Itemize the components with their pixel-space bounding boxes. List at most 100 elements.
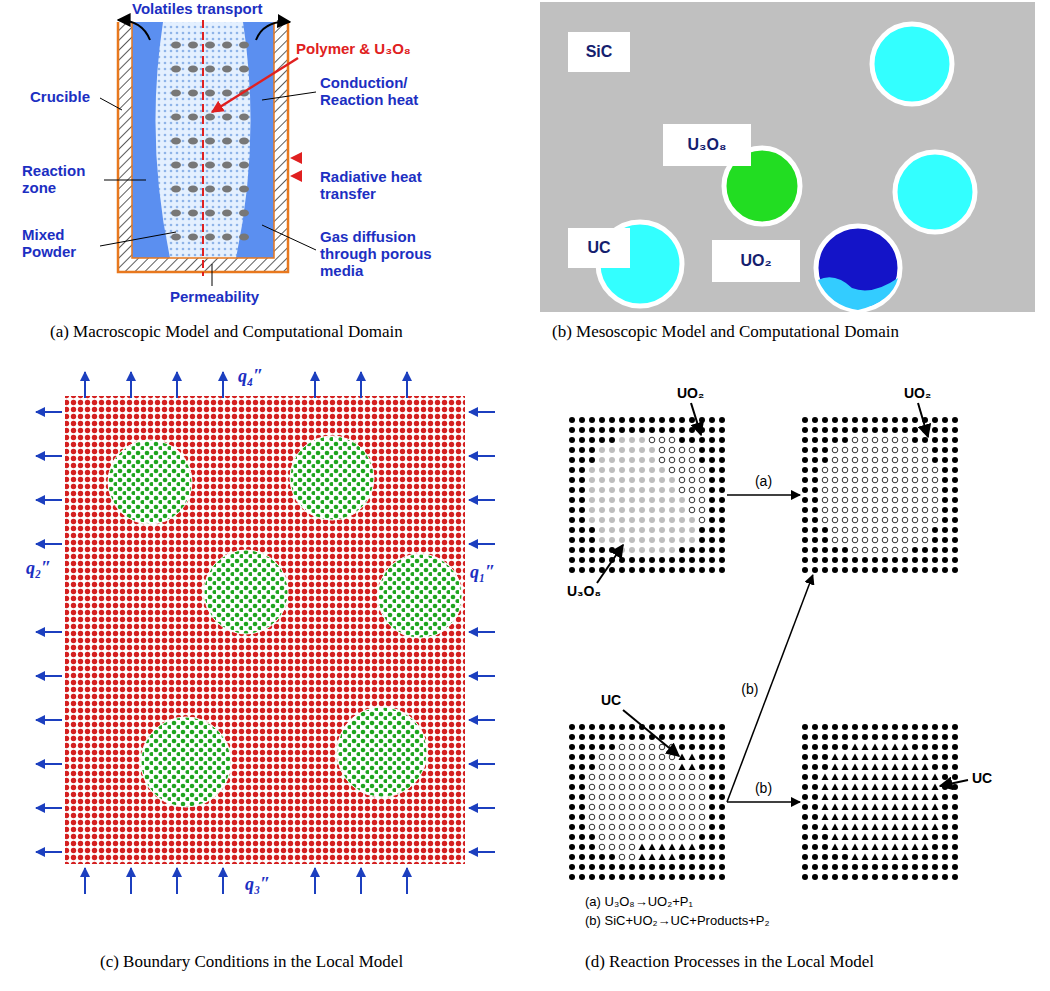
drawn-circle	[141, 717, 231, 807]
sic-particle	[689, 567, 695, 573]
species-label: U₃O₈	[567, 583, 601, 599]
uo2-particle	[912, 517, 918, 523]
uc-particle	[872, 854, 879, 861]
sic-particle	[589, 874, 595, 880]
sic-particle	[802, 844, 808, 850]
powder-grain	[171, 90, 181, 97]
uc-particle	[922, 844, 929, 851]
sic-particle	[942, 447, 948, 453]
sic-particle	[802, 804, 808, 810]
drawn-rect	[540, 2, 1035, 312]
uo2-particle	[669, 814, 675, 820]
uc-particle	[882, 854, 889, 861]
heat-flux-arrow	[469, 631, 495, 633]
uo2-particle	[659, 814, 665, 820]
sic-particle	[952, 537, 958, 543]
uc-particle	[932, 774, 939, 781]
powder-grain	[188, 42, 198, 49]
uc-particle	[902, 764, 909, 771]
heat-flux-arrow	[176, 868, 178, 894]
uc-particle	[912, 844, 919, 851]
sic-particle	[599, 724, 605, 730]
material-name: SiC	[586, 43, 613, 61]
sic-particle	[802, 477, 808, 483]
uo2-particle	[912, 467, 918, 473]
sic-particle	[892, 874, 898, 880]
heat-flux-arrow	[406, 372, 408, 398]
uc-particle	[822, 824, 829, 831]
sic-particle	[822, 724, 828, 730]
u3o8-particle	[649, 487, 655, 493]
uo2-particle	[679, 487, 685, 493]
uo2-particle	[679, 774, 685, 780]
drawn-rect	[274, 22, 288, 272]
powder-grain	[222, 234, 232, 241]
uo2-particle	[892, 467, 898, 473]
sic-particle	[812, 507, 818, 513]
panel-caption: (b) Mesoscopic Model and Computational D…	[552, 322, 899, 342]
sic-particle	[812, 844, 818, 850]
uo2-particle	[842, 487, 848, 493]
uc-particle	[902, 804, 909, 811]
material-label-box: UO₂	[712, 240, 800, 282]
u3o8-particle	[599, 487, 605, 493]
lattice-grid: UC	[800, 722, 960, 882]
sic-particle	[942, 567, 948, 573]
uc-particle	[852, 794, 859, 801]
u3o8-particle	[629, 507, 635, 513]
sic-particle	[699, 864, 705, 870]
uo2-particle	[892, 457, 898, 463]
uc-particle	[862, 764, 869, 771]
uc-particle	[862, 854, 869, 861]
uo2-particle	[649, 824, 655, 830]
sic-particle	[589, 864, 595, 870]
crucible-drawing	[100, 20, 316, 286]
heat-flux-arrow	[222, 372, 224, 398]
uo2-particle	[902, 477, 908, 483]
sic-particle	[862, 417, 868, 423]
sic-particle	[852, 567, 858, 573]
uo2-particle	[872, 497, 878, 503]
uo2-particle	[589, 774, 595, 780]
u3o8-particle	[649, 507, 655, 513]
sic-particle	[709, 467, 715, 473]
sic-particle	[842, 417, 848, 423]
uc-particle	[832, 784, 839, 791]
uo2-particle	[649, 784, 655, 790]
uo2-particle	[599, 834, 605, 840]
drawn-circle	[816, 226, 900, 310]
uc-particle	[862, 814, 869, 821]
heat-flux-arrow	[469, 411, 495, 413]
heat-flux-label: q₂″	[26, 558, 51, 579]
uo2-particle	[669, 834, 675, 840]
sic-particle	[812, 437, 818, 443]
uo2-particle	[599, 794, 605, 800]
heat-flux-arrow	[84, 372, 86, 398]
u3o8-particle	[599, 537, 605, 543]
sic-particle	[952, 467, 958, 473]
u3o8-particle	[679, 517, 685, 523]
uo2-particle	[922, 487, 928, 493]
sic-particle	[569, 517, 575, 523]
u3o8-particle	[649, 447, 655, 453]
u3o8-particle	[619, 457, 625, 463]
drawn-g	[171, 42, 249, 241]
sic-particle	[689, 427, 695, 433]
u3o8-particle	[599, 447, 605, 453]
sic-particle	[719, 854, 725, 860]
drawn-circle	[337, 707, 427, 797]
u3o8-particle	[649, 547, 655, 553]
sic-particle	[812, 874, 818, 880]
sic-particle	[902, 864, 908, 870]
sic-particle	[569, 427, 575, 433]
sic-particle	[942, 854, 948, 860]
sic-particle	[952, 854, 958, 860]
sic-particle	[679, 417, 685, 423]
sic-particle	[822, 744, 828, 750]
heat-flux-arrow	[469, 719, 495, 721]
u3o8-particle	[649, 517, 655, 523]
uc-particle	[922, 814, 929, 821]
uc-particle	[852, 744, 859, 751]
uo2-particle	[659, 784, 665, 790]
uc-particle	[902, 794, 909, 801]
